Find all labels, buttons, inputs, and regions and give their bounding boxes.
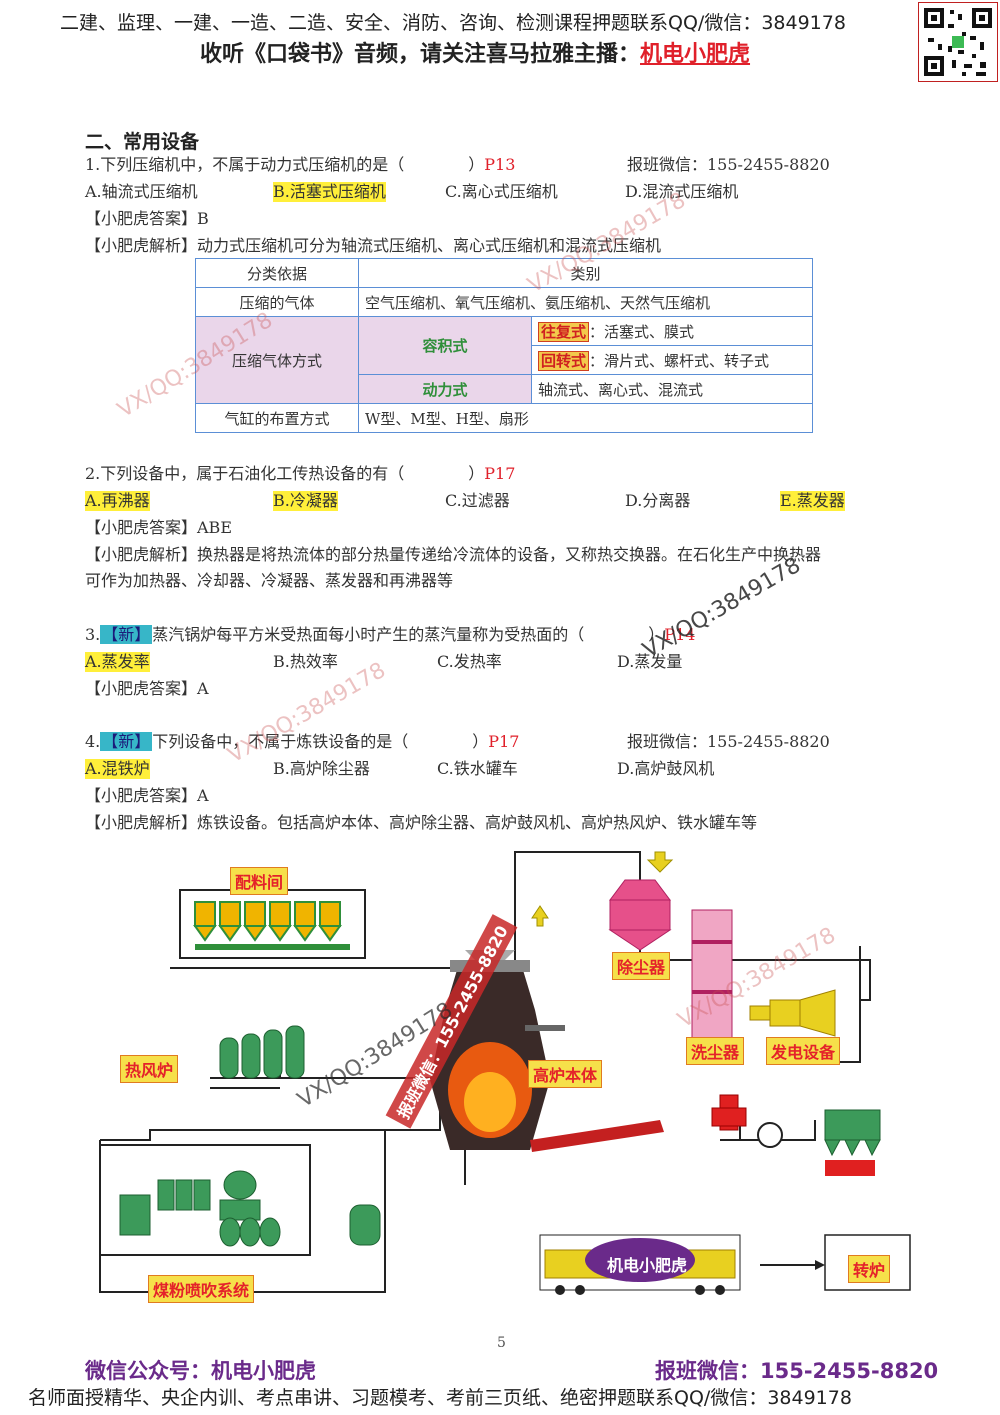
table-cell: 压缩气体方式: [195, 316, 359, 404]
q4-option-a: A.混铁炉: [85, 759, 150, 779]
table-cell: 空气压缩机、氧气压缩机、氨压缩机、天然气压缩机: [358, 287, 813, 317]
q3-answer: 【小肥虎答案】A: [85, 679, 209, 698]
table-cell: 动力式: [358, 374, 532, 404]
table-cell: 压缩的气体: [195, 287, 359, 317]
tag-reciprocating: 往复式: [538, 321, 590, 342]
anchor-link[interactable]: 机电小肥虎: [640, 42, 751, 67]
question-1-text: 1.下列压缩机中，不属于动力式压缩机的是（ ）: [85, 155, 485, 174]
question-1-page: P13: [484, 155, 516, 174]
table-header-category: 类别: [358, 258, 813, 288]
q4-option-d: D.高炉鼓风机: [617, 759, 715, 778]
question-4-num: 4.: [85, 732, 101, 751]
q3-option-c: C.发热率: [437, 652, 502, 671]
label-hot-blast: 热风炉: [120, 1055, 179, 1083]
question-1-stem: 1.下列压缩机中，不属于动力式压缩机的是（ ）P13: [85, 155, 515, 175]
label-coal: 煤粉喷吹系统: [148, 1275, 255, 1303]
table-cell-text: ：滑片式、螺杆式、转子式: [589, 351, 770, 370]
q3-option-d: D.蒸发量: [617, 652, 683, 671]
question-4-page: P17: [488, 732, 520, 751]
table-cell: 气缸的布置方式: [195, 403, 359, 433]
question-3-stem: 3.【新】蒸汽锅炉每平方米受热面每小时产生的蒸汽量称为受热面的（ ）P14: [85, 625, 695, 645]
q2-option-c: C.过滤器: [445, 491, 510, 510]
torpedo-car: [539, 1234, 741, 1295]
label-tank-car: 机电小肥虎: [607, 1256, 688, 1275]
header-line2: 收听《口袋书》音频，请关注喜马拉雅主播：机电小肥虎: [200, 36, 750, 68]
question-3-text: 蒸汽锅炉每平方米受热面每小时产生的蒸汽量称为受热面的（ ）: [152, 625, 665, 644]
label-furnace: 高炉本体: [528, 1060, 603, 1088]
question-2-stem: 2.下列设备中，属于石油化工传热设备的有（ ）P17: [85, 464, 515, 484]
question-3-num: 3.: [85, 625, 101, 644]
question-4-text: 下列设备中，不属于炼铁设备的是（ ）: [152, 732, 489, 751]
q1-option-b: B.活塞式压缩机: [273, 182, 386, 202]
q4-option-c: C.铁水罐车: [437, 759, 518, 778]
q1-option-a: A.轴流式压缩机: [85, 182, 198, 201]
page-number: 5: [497, 1335, 506, 1351]
q1-analysis: 【小肥虎解析】动力式压缩机可分为轴流式压缩机、离心式压缩机和混流式压缩机: [85, 236, 662, 255]
question-3-page: P14: [664, 625, 696, 644]
q4-analysis: 【小肥虎解析】炼铁设备。包括高炉本体、高炉除尘器、高炉鼓风机、高炉热风炉、铁水罐…: [85, 813, 758, 832]
new-badge: 【新】: [100, 732, 153, 751]
footer-right: 报班微信：155-2455-8820: [655, 1359, 939, 1383]
q3-option-b: B.热效率: [273, 652, 338, 671]
q1-option-c: C.离心式压缩机: [445, 182, 558, 201]
label-scrubber: 洗尘器: [686, 1037, 745, 1065]
table-cell: 往复式：活塞式、膜式: [531, 316, 813, 346]
tag-rotary: 回转式: [538, 350, 590, 371]
new-badge: 【新】: [100, 625, 153, 644]
footer-bottom: 名师面授精华、央企内训、考点串讲、习题模考、考前三页纸、绝密押题联系QQ/微信：…: [28, 1387, 852, 1409]
qr-code-icon: [917, 1, 999, 83]
question-4-contact: 报班微信：155-2455-8820: [627, 732, 830, 751]
arrow-up-icon: [531, 905, 549, 927]
table-header-basis: 分类依据: [195, 258, 359, 288]
blast-furnace: [430, 950, 565, 1150]
header-line1: 二建、监理、一建、一造、二造、安全、消防、咨询、检测课程押题联系QQ/微信：38…: [60, 12, 846, 34]
label-batching: 配料间: [230, 867, 289, 895]
ironmaking-process-diagram: [99, 851, 911, 1295]
table-cell: 轴流式、离心式、混流式: [531, 374, 813, 404]
q2-analysis-2: 可作为加热器、冷却器、冷凝器、蒸发器和再沸器等: [85, 571, 454, 590]
q2-option-d: D.分离器: [625, 491, 691, 510]
table-cell-text: ：活塞式、膜式: [589, 322, 695, 341]
label-power: 发电设备: [766, 1037, 841, 1065]
table-cell: W型、M型、H型、扇形: [358, 403, 813, 433]
arrow-down-icon: [646, 851, 674, 873]
q2-option-e: E.蒸发器: [780, 491, 845, 511]
q2-analysis-1: 【小肥虎解析】换热器是将热流体的部分热量传递给冷流体的设备，又称热交换器。在石化…: [85, 545, 822, 564]
compressor-classification-table: 分类依据 类别 压缩的气体 空气压缩机、氧气压缩机、氨压缩机、天然气压缩机 压缩…: [195, 258, 813, 433]
question-1-contact: 报班微信：155-2455-8820: [627, 155, 830, 174]
q4-answer: 【小肥虎答案】A: [85, 786, 209, 805]
section-title: 二、常用设备: [85, 131, 200, 153]
q2-option-a: A.再沸器: [85, 491, 150, 511]
q2-option-b: B.冷凝器: [273, 491, 338, 511]
q1-answer: 【小肥虎答案】B: [85, 209, 209, 228]
question-2-text: 2.下列设备中，属于石油化工传热设备的有（ ）: [85, 464, 485, 483]
table-cell: 回转式：滑片式、螺杆式、转子式: [531, 345, 813, 375]
footer-left: 微信公众号：机电小肥虎: [85, 1359, 316, 1383]
header-line2-prefix: 收听《口袋书》音频，请关注喜马拉雅主播：: [200, 42, 641, 67]
q2-answer: 【小肥虎答案】ABE: [85, 518, 232, 537]
q3-option-a: A.蒸发率: [85, 652, 150, 672]
question-4-stem: 4.【新】下列设备中，不属于炼铁设备的是（ ）P17: [85, 732, 519, 752]
label-converter: 转炉: [848, 1255, 891, 1283]
table-cell: 容积式: [358, 316, 532, 375]
label-dust-collector: 除尘器: [612, 952, 671, 980]
watermark: VX/QQ:3849178: [638, 552, 806, 664]
q4-option-b: B.高炉除尘器: [273, 759, 370, 778]
question-2-page: P17: [484, 464, 516, 483]
q1-option-d: D.混流式压缩机: [625, 182, 739, 201]
